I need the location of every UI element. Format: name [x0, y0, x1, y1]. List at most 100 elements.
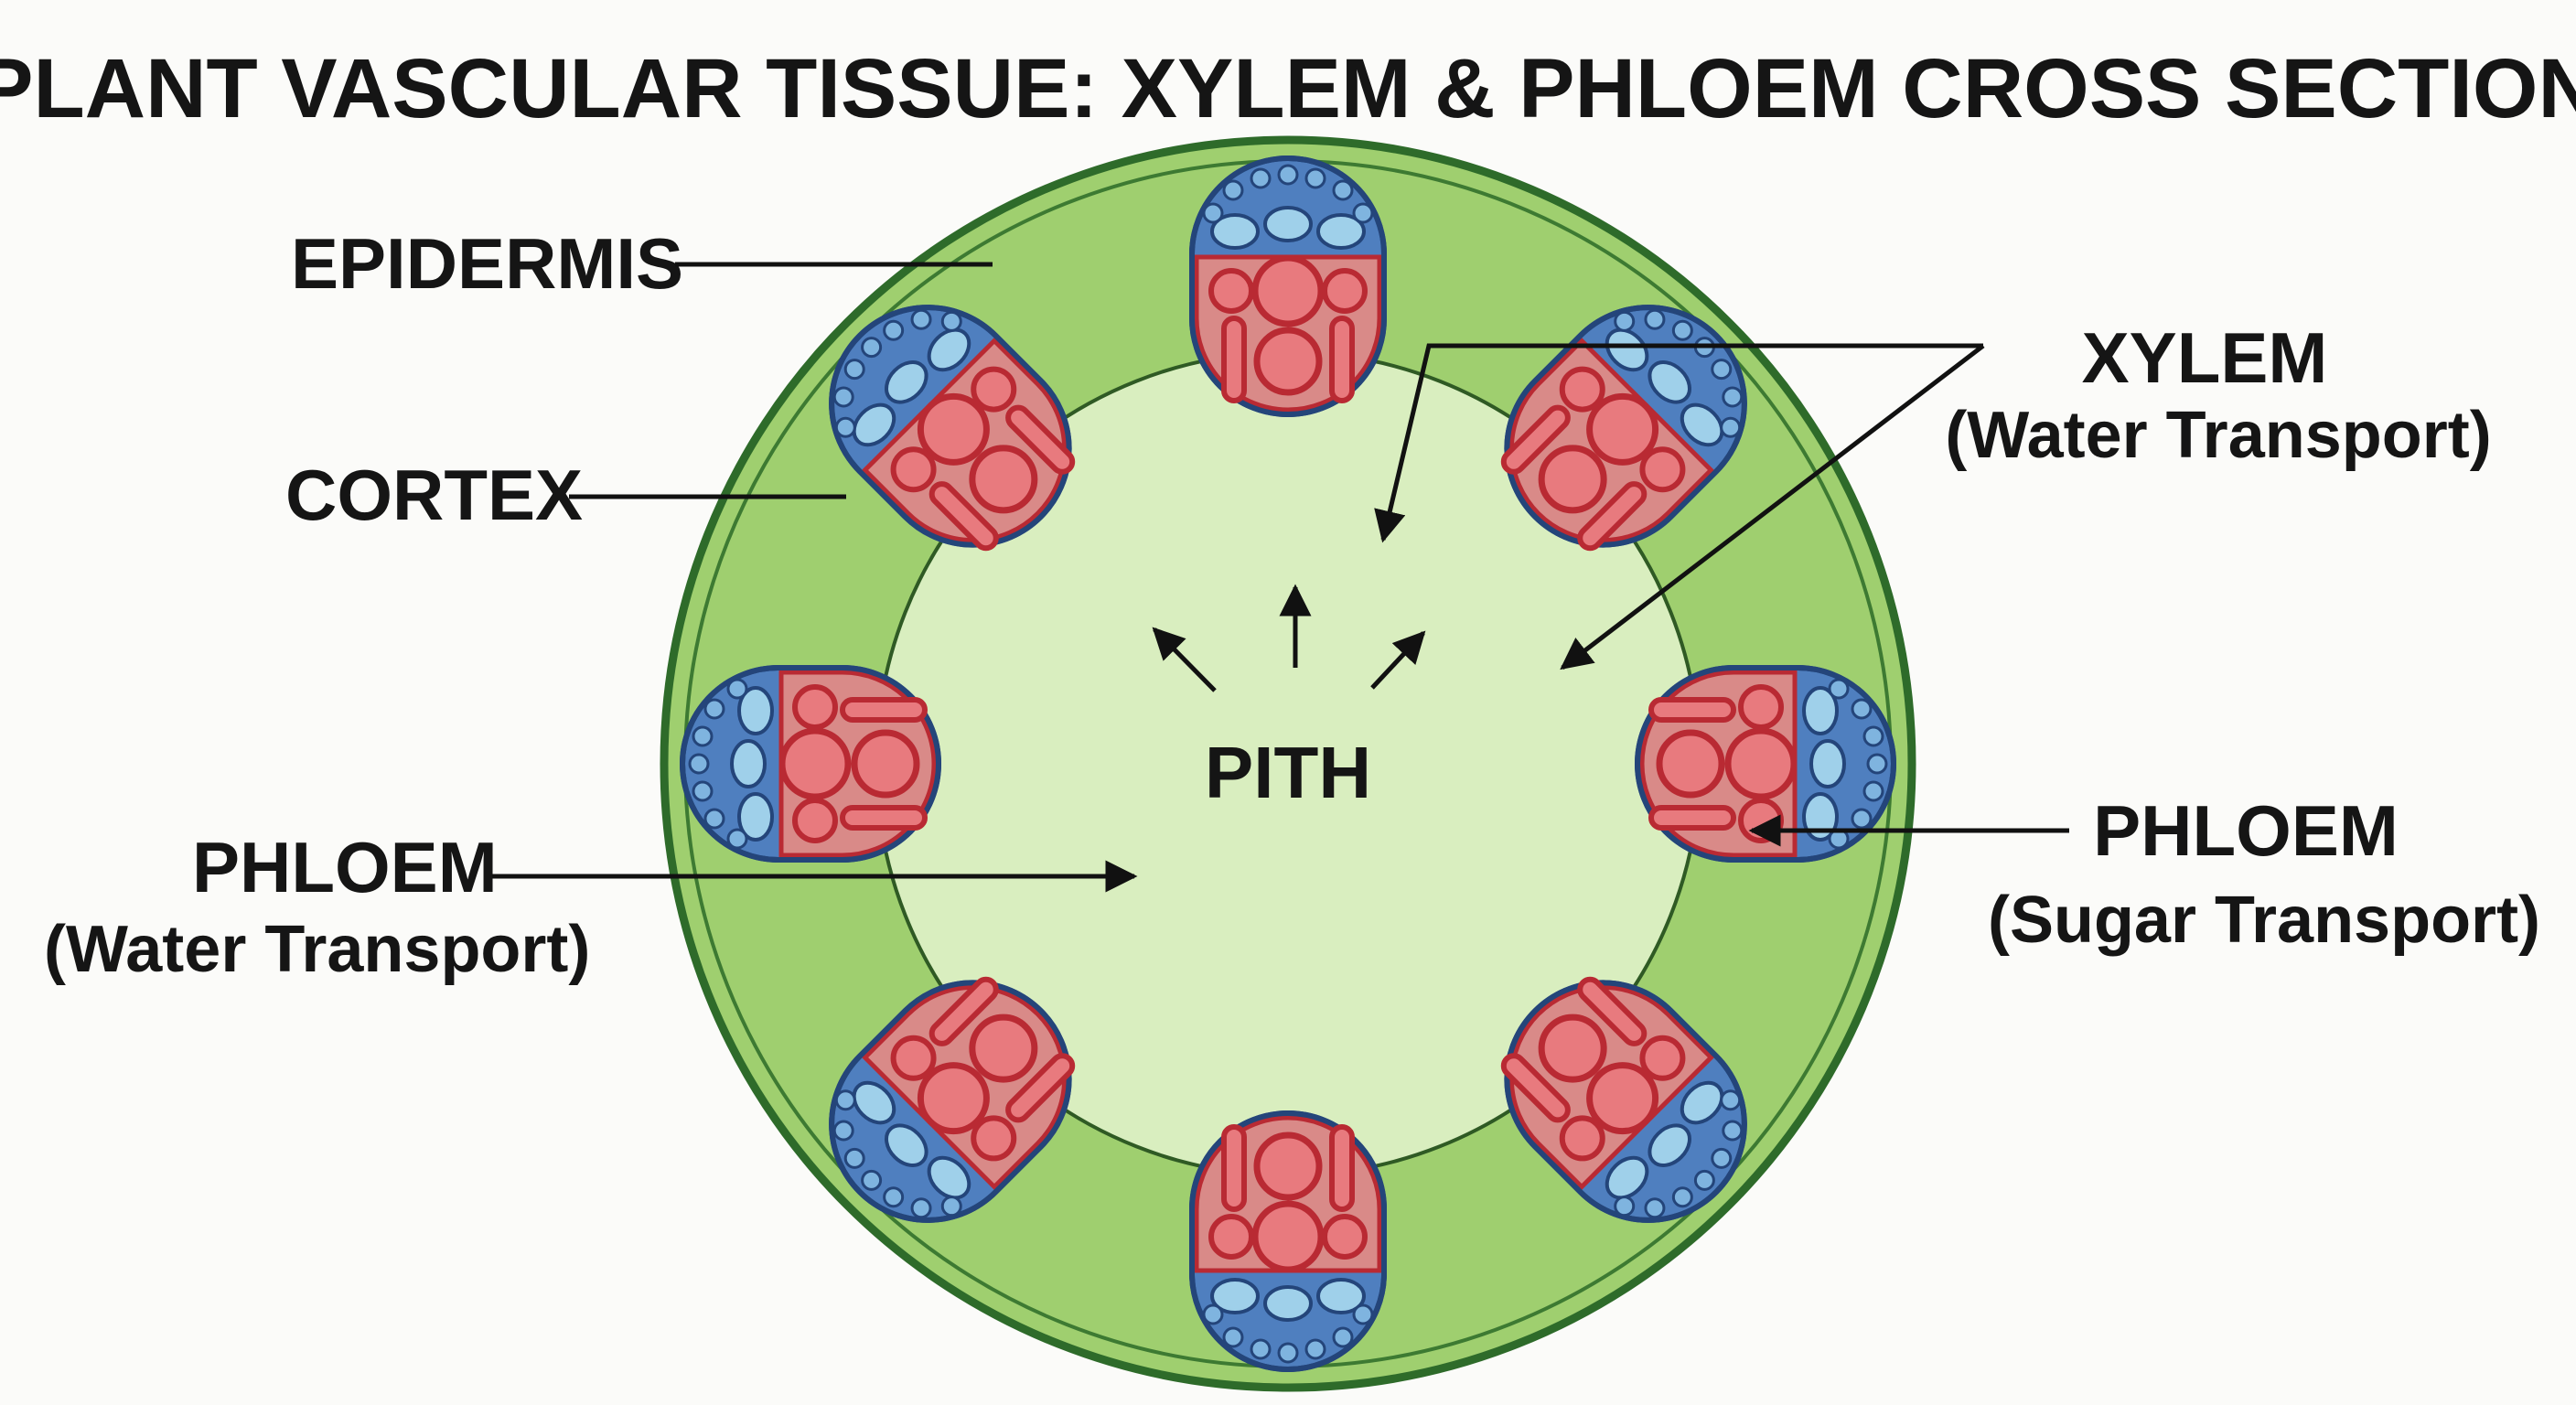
- phloem-companion-cell: [861, 1169, 883, 1191]
- phloem-companion-cell: [1222, 179, 1244, 201]
- xylem-vessel-small: [1559, 1115, 1605, 1162]
- epidermis-label: EPIDERMIS: [291, 223, 683, 304]
- phloem-companion-cell: [883, 319, 905, 341]
- phloem-companion-cell: [834, 416, 856, 438]
- xylem-vessel: [969, 1014, 1038, 1083]
- phloem-companion-cell: [1828, 678, 1850, 700]
- xylem-vessel: [778, 727, 852, 800]
- xylem-tracheid: [1329, 316, 1355, 403]
- pith-arrow-right: [1370, 630, 1426, 690]
- vascular-bundle: [680, 665, 941, 863]
- phloem-companion-cell: [1352, 1303, 1374, 1325]
- xylem-tracheid: [1500, 404, 1571, 475]
- xylem-vessel: [851, 729, 920, 799]
- pith-arrows: [1152, 584, 1426, 692]
- xylem-tracheid: [1329, 1124, 1355, 1212]
- phloem-companion-cell: [843, 1147, 865, 1169]
- xylem-tracheid: [1005, 1053, 1076, 1123]
- phloem-companion-cell: [1722, 386, 1744, 408]
- xylem-tracheid: [928, 481, 999, 552]
- xylem-vessel: [1724, 727, 1798, 800]
- phloem-companion-cell: [688, 753, 710, 775]
- phloem-companion-cell: [1671, 319, 1693, 341]
- epidermis-callout: EPIDERMIS: [291, 223, 993, 304]
- phloem-right-label: PHLOEM: [2093, 790, 2399, 871]
- phloem-sieve-cell: [1263, 1285, 1313, 1322]
- phloem-companion-cell: [1202, 202, 1224, 224]
- xylem-tracheid: [1500, 1053, 1571, 1123]
- vascular-bundle: [829, 976, 1076, 1223]
- phloem-sieve-cell: [1263, 206, 1313, 242]
- phloem-companion-cell: [861, 337, 883, 359]
- xylem-vessel-small: [1208, 268, 1254, 314]
- xylem-tracheid: [1577, 976, 1648, 1046]
- pith-arrow-left: [1152, 627, 1217, 692]
- phloem-sieve-cell: [852, 1080, 896, 1125]
- xylem-vessel-small: [971, 1115, 1017, 1162]
- xylem-vessel-small: [1208, 1214, 1254, 1260]
- xylem-vessel: [1656, 729, 1725, 799]
- vascular-bundle: [1189, 156, 1387, 417]
- phloem-companion-cell: [1352, 202, 1374, 224]
- phloem-companion-cell: [940, 310, 962, 332]
- cortex-label: CORTEX: [285, 455, 583, 535]
- xylem-callout: XYLEM (Water Transport): [1374, 317, 2492, 670]
- xylem-vessel-small: [971, 366, 1017, 413]
- phloem-sieve-cell: [852, 402, 896, 447]
- phloem-sieve-cell: [1316, 1278, 1366, 1314]
- phloem-companion-cell: [1614, 1196, 1636, 1217]
- vascular-bundle: [1635, 665, 1896, 863]
- xylem-tracheid: [1221, 1124, 1247, 1212]
- phloem-right-note: (Sugar Transport): [1988, 884, 2540, 957]
- phloem-companion-cell: [1711, 1147, 1733, 1169]
- xylem-vessel: [917, 392, 990, 466]
- phloem-sieve-cell: [737, 686, 774, 735]
- xylem-vessel-small: [792, 798, 838, 843]
- phloem-companion-cell: [1866, 753, 1888, 775]
- phloem-sieve-cell: [1605, 327, 1649, 372]
- xylem-vessel-small: [1639, 1035, 1686, 1081]
- phloem-companion-cell: [1722, 1120, 1744, 1142]
- xylem-tracheid: [1577, 481, 1648, 552]
- xylem-vessel-small: [1559, 366, 1605, 413]
- phloem-sieve-cell: [1802, 686, 1839, 735]
- phloem-sieve-cell: [1605, 1155, 1649, 1200]
- phloem-companion-cell: [1222, 1326, 1244, 1348]
- phloem-companion-cell: [726, 678, 748, 700]
- phloem-companion-cell: [1671, 1186, 1693, 1208]
- phloem-companion-cell: [1644, 308, 1666, 330]
- phloem-sieve-cell: [1316, 213, 1366, 250]
- phloem-companion-cell: [883, 1186, 905, 1208]
- xylem-tracheid: [1648, 697, 1736, 723]
- phloem-companion-cell: [1277, 164, 1299, 186]
- phloem-companion-cell: [703, 698, 725, 720]
- phloem-sieve-cell: [885, 1123, 928, 1167]
- phloem-companion-cell: [1644, 1197, 1666, 1219]
- phloem-companion-cell: [1202, 1303, 1224, 1325]
- phloem-companion-cell: [1250, 167, 1272, 189]
- phloem-companion-cell: [1250, 1338, 1272, 1360]
- phloem-companion-cell: [1711, 359, 1733, 381]
- phloem-sieve-cell: [1648, 360, 1691, 404]
- vascular-bundle: [1500, 305, 1747, 552]
- xylem-vessel: [917, 1062, 990, 1135]
- phloem-sieve-cell: [1648, 1123, 1691, 1167]
- phloem-companion-cell: [910, 308, 932, 330]
- phloem-companion-cell: [1851, 808, 1873, 830]
- phloem-companion-cell: [1862, 725, 1884, 747]
- xylem-note: (Water Transport): [1945, 399, 2491, 472]
- phloem-companion-cell: [910, 1197, 932, 1219]
- phloem-sieve-cell: [1210, 1278, 1260, 1314]
- xylem-vessel: [1586, 1062, 1659, 1135]
- xylem-vessel: [1251, 254, 1325, 327]
- xylem-vessel: [1253, 1132, 1323, 1201]
- phloem-sieve-cell: [927, 327, 971, 372]
- xylem-vessel-small: [890, 446, 937, 493]
- cortex-callout: CORTEX: [285, 455, 846, 535]
- phloem-companion-cell: [726, 828, 748, 850]
- phloem-companion-cell: [1851, 698, 1873, 720]
- xylem-vessel-small: [890, 1035, 937, 1081]
- vascular-bundle-ring: [680, 156, 1896, 1372]
